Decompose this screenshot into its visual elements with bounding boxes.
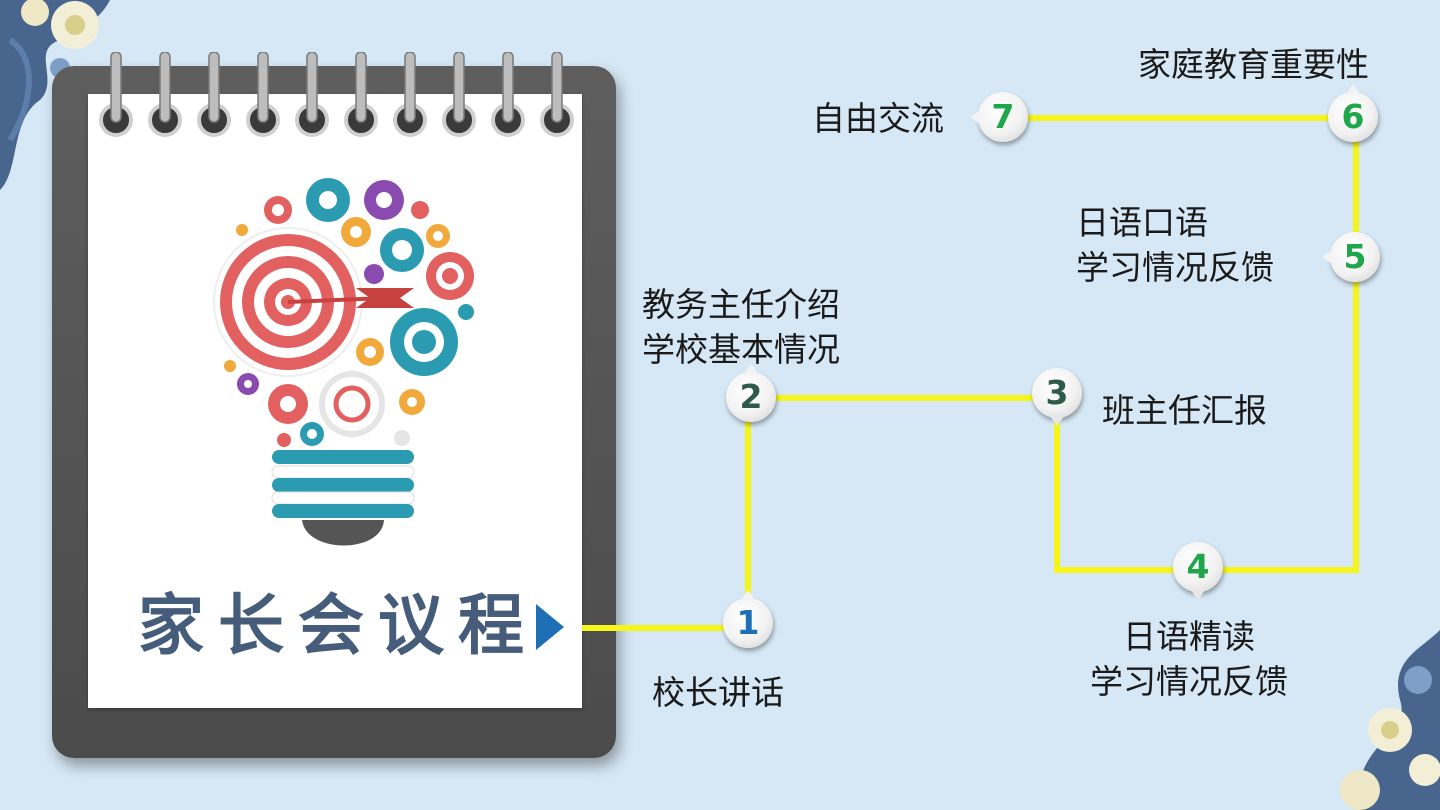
spiral-ring-icon <box>540 52 574 137</box>
spiral-ring-icon <box>148 52 182 137</box>
target-icon <box>213 227 414 377</box>
spiral-ring-icon <box>99 52 133 137</box>
step-4-number: 4 <box>1186 547 1210 586</box>
step-2-number: 2 <box>739 377 763 416</box>
step-5-node: 5 <box>1322 232 1380 282</box>
spiral-ring-icon <box>246 52 280 137</box>
spiral-ring-icon <box>491 52 525 137</box>
step-3-number: 3 <box>1045 373 1069 412</box>
flower-decoration-icon <box>0 0 110 190</box>
flower-decoration-icon <box>1340 630 1440 810</box>
step-3-label: 班主任汇报 <box>1102 391 1267 430</box>
spiral-ring-icon <box>393 52 427 137</box>
gear-icon <box>224 178 474 447</box>
step-5-number: 5 <box>1343 237 1367 276</box>
step-7-node: 7 <box>970 92 1028 142</box>
agenda-title: 家长会议程 <box>138 587 538 664</box>
play-arrow-icon <box>536 604 564 650</box>
step-1-number: 1 <box>736 603 760 642</box>
step-2-node: 2 <box>726 364 776 422</box>
step-3-node: 3 <box>1032 368 1082 426</box>
spiral-ring-icon <box>295 52 329 137</box>
spiral-rings <box>99 52 574 137</box>
lightbulb-gears-icon <box>213 178 474 546</box>
step-2-label: 教务主任介绍 学校基本情况 <box>642 285 840 369</box>
spiral-ring-icon <box>442 52 476 137</box>
step-6-label: 家庭教育重要性 <box>1138 45 1369 84</box>
bulb-base <box>271 450 415 546</box>
step-6-node: 6 <box>1328 84 1378 142</box>
step-7-number: 7 <box>991 97 1015 136</box>
step-4-node: 4 <box>1173 542 1223 600</box>
spiral-ring-icon <box>344 52 378 137</box>
step-5-label: 日语口语 学习情况反馈 <box>1076 203 1274 287</box>
step-7-label: 自由交流 <box>812 99 944 138</box>
step-6-number: 6 <box>1341 97 1365 136</box>
step-1-label: 校长讲话 <box>652 673 784 712</box>
step-1-node: 1 <box>723 590 773 648</box>
spiral-ring-icon <box>197 52 231 137</box>
step-4-label: 日语精读 学习情况反馈 <box>1090 617 1288 701</box>
